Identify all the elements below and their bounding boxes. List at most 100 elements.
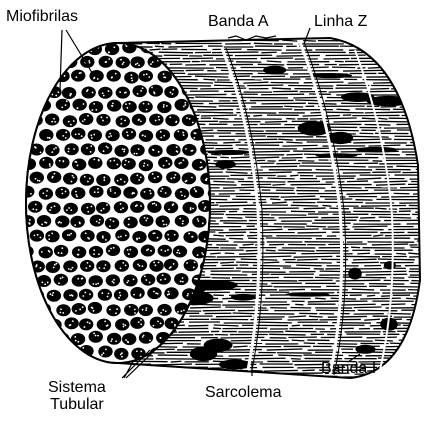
myofibril-cell bbox=[54, 360, 68, 372]
myofibril-cell bbox=[158, 157, 172, 169]
fibril-stroke bbox=[297, 232, 326, 233]
myofibril-cell bbox=[46, 347, 60, 359]
fibril-stroke bbox=[372, 244, 408, 245]
myofibril-cell bbox=[175, 99, 189, 111]
fibril-stroke bbox=[404, 85, 433, 86]
fibril-stroke bbox=[253, 202, 267, 203]
myofibril-cell bbox=[107, 157, 121, 169]
fibril-stroke bbox=[212, 52, 258, 53]
myofibril-cell bbox=[47, 290, 61, 302]
myofibril-cell bbox=[148, 230, 162, 242]
fibril-stroke bbox=[353, 211, 397, 212]
fibril-stroke bbox=[261, 52, 276, 53]
fibril-stroke bbox=[381, 196, 427, 197]
fibril-stroke bbox=[268, 178, 295, 179]
fibril-stroke bbox=[328, 316, 367, 317]
fibril-stroke bbox=[322, 205, 331, 206]
fibril-stroke bbox=[419, 301, 433, 302]
myofibril-cell bbox=[39, 129, 53, 141]
fibril-stroke bbox=[195, 97, 238, 98]
myofibril-cell bbox=[37, 215, 51, 227]
myofibril-cell bbox=[182, 144, 196, 156]
myofibril-cell bbox=[130, 173, 144, 185]
fibril-stroke bbox=[417, 349, 433, 350]
myofibril-cell bbox=[56, 41, 70, 53]
fibril-stroke bbox=[223, 142, 240, 143]
myofibril-cell bbox=[98, 87, 112, 99]
myofibril-cell bbox=[22, 332, 36, 344]
fibril-stroke bbox=[262, 256, 292, 257]
fibril-stroke bbox=[239, 139, 278, 140]
fibril-stroke bbox=[284, 106, 303, 107]
fibril-stroke bbox=[233, 313, 255, 314]
myofibril-cell bbox=[56, 304, 70, 316]
myofibril-cell bbox=[166, 171, 180, 183]
myofibril-cell bbox=[21, 100, 35, 112]
myofibril-cell bbox=[149, 85, 163, 97]
fibril-stroke bbox=[194, 112, 234, 113]
fibril-stroke bbox=[272, 184, 285, 185]
myofibril-cell bbox=[114, 289, 128, 301]
myofibril-cell bbox=[45, 114, 59, 126]
fibril-stroke bbox=[332, 67, 355, 68]
fibril-stroke bbox=[400, 187, 428, 188]
fibril-stroke bbox=[382, 376, 406, 377]
myofibril-cell bbox=[121, 158, 135, 170]
fibril-stroke bbox=[291, 359, 301, 360]
fibril-stroke bbox=[315, 277, 340, 278]
myofibril-cell bbox=[20, 41, 34, 53]
label-miofibrilas: Miofibrilas bbox=[6, 8, 78, 25]
fibril-stroke bbox=[390, 67, 423, 68]
myofibril-cell bbox=[63, 115, 77, 127]
fibril-stroke bbox=[188, 325, 208, 326]
myofibril-cell bbox=[124, 246, 138, 258]
myofibril-cell bbox=[106, 70, 120, 82]
myofibril-cell bbox=[20, 72, 34, 84]
fibril-stroke bbox=[285, 262, 332, 263]
fibril-stroke bbox=[398, 352, 433, 353]
fibril-stroke bbox=[195, 76, 228, 77]
fibril-stroke bbox=[343, 70, 390, 71]
myofibril-cell bbox=[56, 129, 70, 141]
myofibril-cell bbox=[147, 287, 161, 299]
myofibril-cell bbox=[70, 216, 84, 228]
fibril-stroke bbox=[384, 346, 410, 347]
fibril-stroke bbox=[263, 229, 282, 230]
myofibril-cell bbox=[89, 275, 103, 287]
myofibril-cell bbox=[28, 201, 42, 213]
fibril-stroke bbox=[110, 40, 138, 41]
fibril-stroke bbox=[203, 310, 235, 311]
fibril-stroke bbox=[402, 43, 421, 44]
myofibril-cell bbox=[54, 245, 68, 257]
fibril-stroke bbox=[377, 121, 424, 122]
myofibril-cell bbox=[173, 246, 187, 258]
myofibril-cell bbox=[107, 333, 121, 345]
fibril-stroke bbox=[279, 289, 305, 290]
myofibril-cell bbox=[122, 128, 136, 140]
myofibril-cell bbox=[81, 87, 95, 99]
myofibril-cell bbox=[55, 332, 69, 344]
myofibril-cell bbox=[150, 317, 164, 329]
myofibril-cell bbox=[30, 345, 44, 357]
fibril-stroke bbox=[375, 208, 387, 209]
myofibril-cell bbox=[164, 86, 178, 98]
myofibril-cell bbox=[64, 143, 78, 155]
myofibril-cell bbox=[46, 202, 60, 214]
fibril-stroke bbox=[110, 373, 155, 374]
fibril-stroke bbox=[329, 130, 359, 131]
fibril-stroke bbox=[217, 256, 257, 257]
fibril-stroke bbox=[366, 337, 396, 338]
myofibril-cell bbox=[113, 376, 127, 388]
label-tubular: Tubular bbox=[48, 396, 106, 413]
fibril-stroke bbox=[253, 115, 262, 116]
myofibril-cell bbox=[175, 188, 189, 200]
fibril-stroke bbox=[260, 226, 282, 227]
fibril-stroke bbox=[298, 161, 314, 162]
fibril-stroke bbox=[308, 301, 339, 302]
myofibril-cell bbox=[132, 231, 146, 243]
fibril-stroke bbox=[367, 295, 375, 296]
myofibril-cell bbox=[139, 70, 153, 82]
myofibril-cell bbox=[122, 101, 136, 113]
fibril-stroke bbox=[386, 308, 433, 309]
myofibril-cell bbox=[31, 85, 45, 97]
